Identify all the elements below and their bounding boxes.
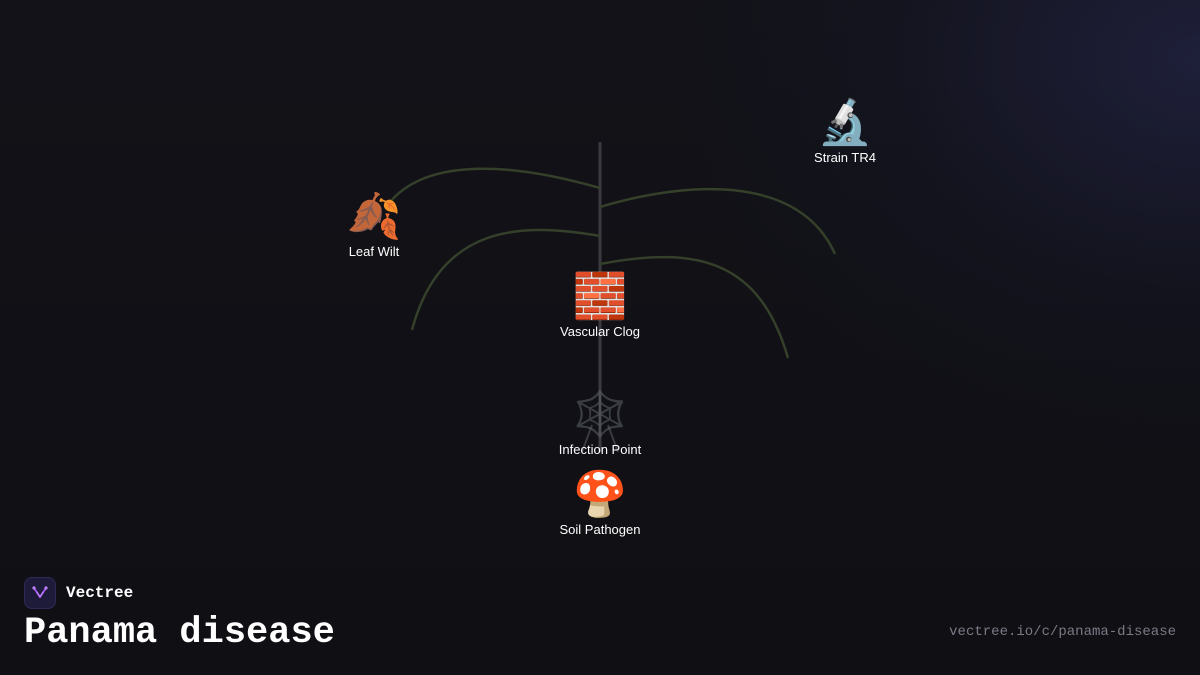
spider-web-icon: 🕸️ bbox=[572, 389, 628, 440]
root-left bbox=[581, 424, 593, 453]
falling-leaves-icon: 🍂 bbox=[346, 191, 402, 242]
page-url[interactable]: vectree.io/c/panama-disease bbox=[949, 624, 1176, 640]
node-soil-pathogen[interactable]: 🍄 Soil Pathogen bbox=[530, 470, 670, 538]
node-label: Strain TR4 bbox=[814, 150, 876, 165]
brand[interactable]: Vectree bbox=[24, 577, 133, 609]
root-right bbox=[607, 424, 619, 453]
node-label: Soil Pathogen bbox=[559, 522, 641, 537]
brick-wall-icon: 🧱 bbox=[572, 271, 628, 322]
branch-upper-right bbox=[599, 187, 837, 255]
brand-name: Vectree bbox=[66, 584, 134, 602]
node-label: Leaf Wilt bbox=[348, 244, 400, 259]
node-label: Vascular Clog bbox=[560, 324, 640, 339]
branch-lower-left bbox=[410, 228, 601, 331]
node-infection-point[interactable]: 🕸️ Infection Point bbox=[530, 390, 670, 458]
node-strain-tr4[interactable]: 🔬 Strain TR4 bbox=[775, 98, 915, 166]
node-vascular-clog[interactable]: 🧱 Vascular Clog bbox=[530, 272, 670, 340]
node-leaf-wilt[interactable]: 🍂 Leaf Wilt bbox=[304, 192, 444, 260]
page-title: Panama disease bbox=[24, 612, 335, 654]
branch-lower-right bbox=[599, 255, 790, 359]
mushroom-icon: 🍄 bbox=[572, 469, 628, 520]
branch-upper-left bbox=[389, 167, 601, 203]
microscope-icon: 🔬 bbox=[817, 97, 873, 148]
node-label: Infection Point bbox=[558, 442, 642, 457]
vectree-logo-icon bbox=[24, 577, 56, 609]
